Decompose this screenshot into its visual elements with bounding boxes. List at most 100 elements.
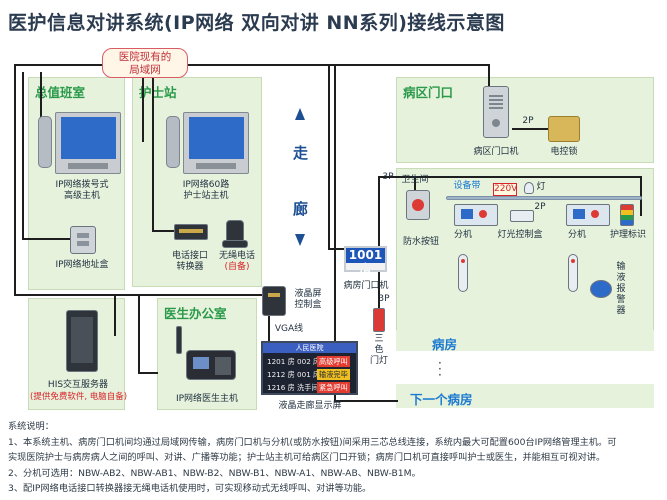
next-ward-title: 下一个病房 xyxy=(410,392,473,407)
display-row-3-status: 紧急呼叫 xyxy=(317,382,350,393)
wire-bath xyxy=(414,176,416,190)
vga-label: VGA线 xyxy=(274,324,304,334)
corridor-char-bottom: 廊 xyxy=(293,200,309,218)
wire-converter-h xyxy=(152,230,174,232)
wireless-phone-base xyxy=(222,240,248,248)
wire-3p-up xyxy=(378,176,380,250)
electric-lock-icon xyxy=(548,116,580,142)
his-server-label: HIS交互服务器 xyxy=(47,380,109,390)
wire-doctor-h xyxy=(138,372,158,374)
wire-next-ward-h xyxy=(334,400,398,402)
wire-label-2p-lock: 2P xyxy=(522,116,534,126)
ward-door-unit-icon xyxy=(483,86,509,138)
display-row: 1216 房 洗手间 紧急呼叫 xyxy=(265,382,354,393)
wire-to-room-door xyxy=(328,64,330,250)
infusion-alarm-label-2: 液 xyxy=(616,273,626,283)
nursing-sign-label: 护理标识 xyxy=(609,230,646,240)
wire-server xyxy=(114,296,116,336)
lan-wire-top xyxy=(14,64,490,66)
lamp-icon xyxy=(524,182,534,194)
ip-address-box xyxy=(70,226,96,254)
wire-label-3p-b: 3P xyxy=(378,294,390,304)
wire-3p-down xyxy=(378,272,380,308)
duty-room-title: 总值班室 xyxy=(35,85,86,100)
room-door-unit-label: 病房门口机 xyxy=(343,281,389,291)
next-ward-panel xyxy=(396,384,654,408)
notes-line: 实现医院护士与病房病人之间的呼叫、对讲、广播等功能；护士站主机可给病区门口开锁；… xyxy=(8,452,606,463)
phone-converter-label-1: 电话接口 xyxy=(171,251,208,261)
extension-unit-icon xyxy=(454,204,498,226)
display-row: 1212 房 001 床 输液完毕 xyxy=(265,369,354,380)
nurse-station-host xyxy=(166,112,250,176)
infusion-alarm-label-4: 警 xyxy=(616,295,626,305)
infusion-alarm-label-1: 输 xyxy=(616,262,626,272)
display-row-2-status: 输液完毕 xyxy=(317,369,350,380)
notes-line: 1、本系统主机、病房门口机间均通过局域网传输，病房门口机与分机(或防水按钮)间采… xyxy=(8,436,617,448)
system-notes: 系统说明： 1、本系统主机、病房门口机间均通过局域网传输，病房门口机与分机(或防… xyxy=(8,419,658,497)
call-handle-icon xyxy=(458,254,468,292)
nursing-sign-icon xyxy=(620,204,634,226)
his-server-note: (提供免费软件, 电脑自备) xyxy=(30,392,128,402)
notes-heading: 系统说明： xyxy=(8,421,54,432)
lan-wire-left xyxy=(14,64,16,296)
extension-label-1: 分机 xyxy=(453,230,472,240)
nurse-station-title: 护士站 xyxy=(139,85,177,100)
corridor-display: 人民医院 1201 房 002 床 高级呼叫 1212 房 001 床 输液完毕… xyxy=(261,341,358,395)
wire-room-door-h xyxy=(328,248,346,250)
lan-badge-line1: 医院现有的 xyxy=(118,51,172,63)
light-control-box-label: 灯光控制盒 xyxy=(497,230,543,240)
wire-lock xyxy=(512,128,552,130)
corridor-display-label: 液晶走廊显示屏 xyxy=(278,401,342,411)
lcd-controller-label-2: 控制盒 xyxy=(294,300,322,310)
doctor-host-label: IP网络医生主机 xyxy=(175,394,239,404)
call-handle-icon xyxy=(568,254,578,292)
tricolor-lamp-label-1: 三 xyxy=(374,334,384,344)
wire-lcd-vga xyxy=(268,316,270,342)
wire-nurse-host xyxy=(142,72,144,142)
room-number: 1001房 xyxy=(348,248,383,276)
display-row-1-left: 1201 房 002 床 xyxy=(267,357,321,366)
wire-next-ward xyxy=(334,64,336,402)
host-lcd xyxy=(61,117,116,159)
tricolor-door-lamp-icon xyxy=(373,308,385,332)
doctor-host-icon xyxy=(186,350,236,380)
wire-converter xyxy=(152,72,154,232)
lcd-controller-icon xyxy=(262,286,286,316)
wireless-phone-label-1: 无绳电话 xyxy=(218,251,255,261)
ip-address-box-label: IP网络地址盒 xyxy=(55,260,109,270)
bathroom-label: 卫生间 xyxy=(401,175,429,185)
waterproof-button-icon xyxy=(406,190,430,220)
lamp-label: 灯 xyxy=(536,182,546,192)
ip-dial-host xyxy=(38,112,122,176)
microphone-icon xyxy=(176,326,182,354)
arrow-up-icon xyxy=(295,108,305,120)
tricolor-lamp-label-2: 色 xyxy=(374,345,384,355)
ward-room-panel xyxy=(396,168,654,333)
voltage-label: 220V xyxy=(493,183,518,196)
ip-dial-host-label-1: IP网络拨号式 xyxy=(55,180,109,190)
electric-lock-label: 电控锁 xyxy=(550,147,578,157)
wire-doctor xyxy=(138,296,140,372)
notes-line: 3、配IP网络电话接口转换器接无绳电话机使用时，可实现移动式无线呼叫、对讲等功能… xyxy=(8,483,372,494)
ip-dial-host-label-2: 高级主机 xyxy=(63,191,100,201)
ward-door-unit-label: 病区门口机 xyxy=(473,147,519,157)
host-screen xyxy=(55,112,121,174)
nurse-host-label-1: IP网络60路 xyxy=(182,180,230,190)
waterproof-button-label: 防水按钮 xyxy=(402,237,439,247)
phone-converter-icon xyxy=(174,224,208,240)
arrow-down-icon xyxy=(295,234,305,246)
display-row-3-left: 1216 房 洗手间 xyxy=(267,383,319,392)
corridor-char-top: 走 xyxy=(293,144,309,162)
lan-wire-bottom xyxy=(14,294,270,296)
handset-icon xyxy=(38,116,52,168)
doctor-office-title: 医生办公室 xyxy=(164,306,227,321)
lan-badge: 医院现有的 局域网 xyxy=(102,48,188,78)
handset-icon xyxy=(166,116,180,168)
lan-badge-line2: 局域网 xyxy=(129,64,161,76)
display-row-2-left: 1212 房 001 床 xyxy=(267,370,321,379)
lcd-controller-label-1: 液晶屏 xyxy=(294,289,322,299)
wire-addr-box xyxy=(22,72,24,240)
phone-converter-label-2: 转换器 xyxy=(176,262,204,272)
display-row: 1201 房 002 床 高级呼叫 xyxy=(265,356,354,367)
equipment-strip-label: 设备带 xyxy=(453,181,481,191)
